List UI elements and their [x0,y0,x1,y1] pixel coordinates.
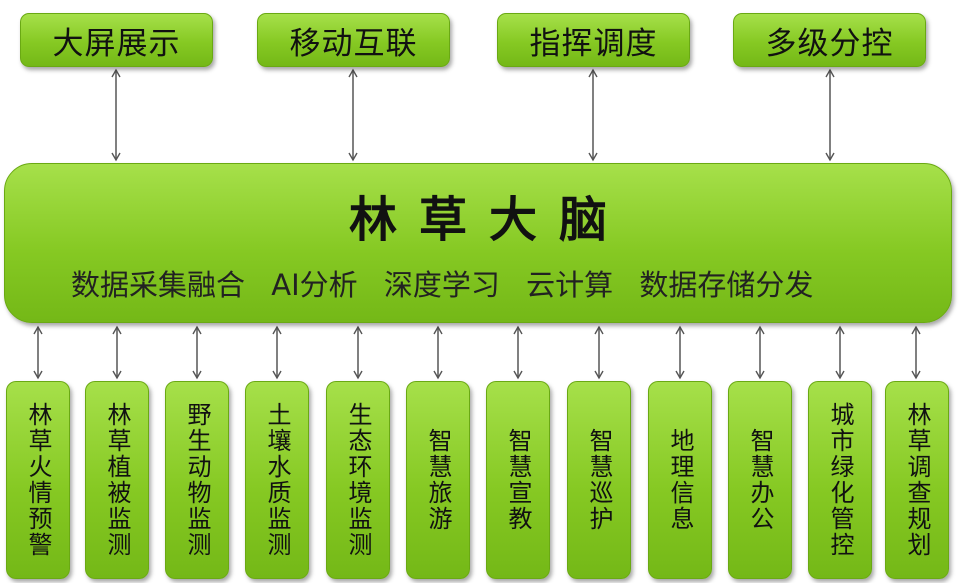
app-box-office: 智慧办公 [728,381,792,579]
app-label: 林草植被监测 [103,402,131,558]
app-label: 智慧巡护 [585,428,613,532]
app-box-geo-info: 地理信息 [648,381,712,579]
app-box-urban-green: 城市绿化管控 [808,381,872,579]
app-box-fire-warning: 林草火情预警 [6,381,70,579]
capability-item: 云计算 [526,268,614,302]
app-box-tourism: 智慧旅游 [406,381,470,579]
app-label: 智慧宣教 [504,428,532,532]
app-label: 林草火情预警 [24,402,52,558]
capability-item: AI分析 [271,268,358,302]
brain-capabilities: 数据采集融合 AI分析 深度学习 云计算 数据存储分发 [71,262,830,304]
app-box-soil-water: 土壤水质监测 [245,381,309,579]
brain-title: 林草大脑 [348,192,629,248]
app-box-vegetation: 林草植被监测 [85,381,149,579]
capability-item: 数据存储分发 [639,268,814,302]
top-box-command: 指挥调度 [497,13,690,67]
app-label: 智慧旅游 [424,428,452,532]
app-box-education: 智慧宣教 [486,381,550,579]
capability-item: 数据采集融合 [71,268,246,302]
app-box-patrol: 智慧巡护 [567,381,631,579]
app-label: 地理信息 [666,428,694,532]
app-box-ecology: 生态环境监测 [326,381,390,579]
capability-item: 深度学习 [383,268,500,302]
app-label: 野生动物监测 [183,402,211,558]
app-label: 生态环境监测 [344,402,372,558]
app-label: 土壤水质监测 [263,402,291,558]
brain-panel: 林草大脑 数据采集融合 AI分析 深度学习 云计算 数据存储分发 [4,163,952,323]
top-box-mobile: 移动互联 [257,13,450,67]
app-label: 城市绿化管控 [826,402,854,558]
top-box-control: 多级分控 [733,13,926,67]
app-label: 智慧办公 [746,428,774,532]
top-box-display: 大屏展示 [20,13,213,67]
app-box-wildlife: 野生动物监测 [165,381,229,579]
app-box-survey: 林草调查规划 [885,381,949,579]
app-label: 林草调查规划 [903,402,931,558]
